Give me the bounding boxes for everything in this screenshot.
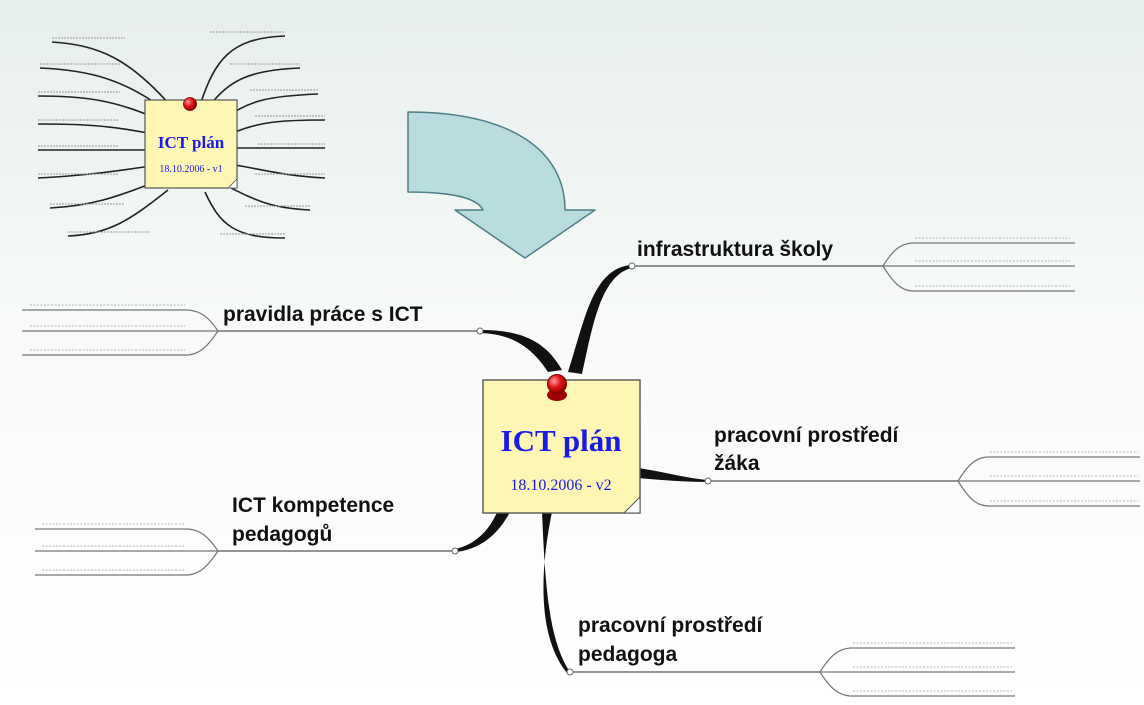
branch-label-zak-line1: pracovní prostředí — [714, 424, 900, 447]
small-mind-map: ICT plán 18.10.2006 - v1 — [37, 31, 326, 239]
main-leaf-fans — [22, 242, 1140, 697]
main-branch-nodes — [451, 262, 712, 676]
branch-label-zak-line2: žáka — [714, 452, 760, 475]
main-branch-baselines — [218, 265, 958, 673]
main-pin-icon — [547, 374, 567, 401]
main-map-note — [482, 379, 641, 514]
small-map-leaf-lines — [38, 31, 325, 235]
curved-arrow-down-icon — [407, 111, 596, 259]
branch-label-infrastruktura: infrastruktura školy — [637, 238, 833, 261]
small-map-note — [144, 99, 238, 189]
branch-label-pravidla: pravidla práce s ICT — [223, 303, 423, 326]
main-branch-connectors — [455, 265, 708, 673]
main-map-date: 18.10.2006 - v2 — [510, 477, 611, 494]
main-leaf-placeholders — [30, 237, 1138, 692]
branch-label-pedagog-line1: pracovní prostředí — [578, 614, 764, 637]
main-map-title: ICT plán — [501, 423, 622, 458]
main-mind-map: ICT plán 18.10.2006 - v2 infrastruktura … — [22, 237, 1140, 697]
small-map-title: ICT plán — [158, 133, 225, 152]
main-note-fold-corner — [622, 495, 641, 514]
branch-label-kompetence-line1: ICT kompetence — [232, 494, 394, 517]
small-pin-icon — [183, 97, 197, 111]
branch-label-kompetence-line2: pedagogů — [232, 523, 332, 546]
small-note-fold-corner — [227, 178, 238, 189]
branch-label-pedagog-line2: pedagoga — [578, 643, 677, 666]
small-map-date: 18.10.2006 - v1 — [159, 164, 222, 175]
